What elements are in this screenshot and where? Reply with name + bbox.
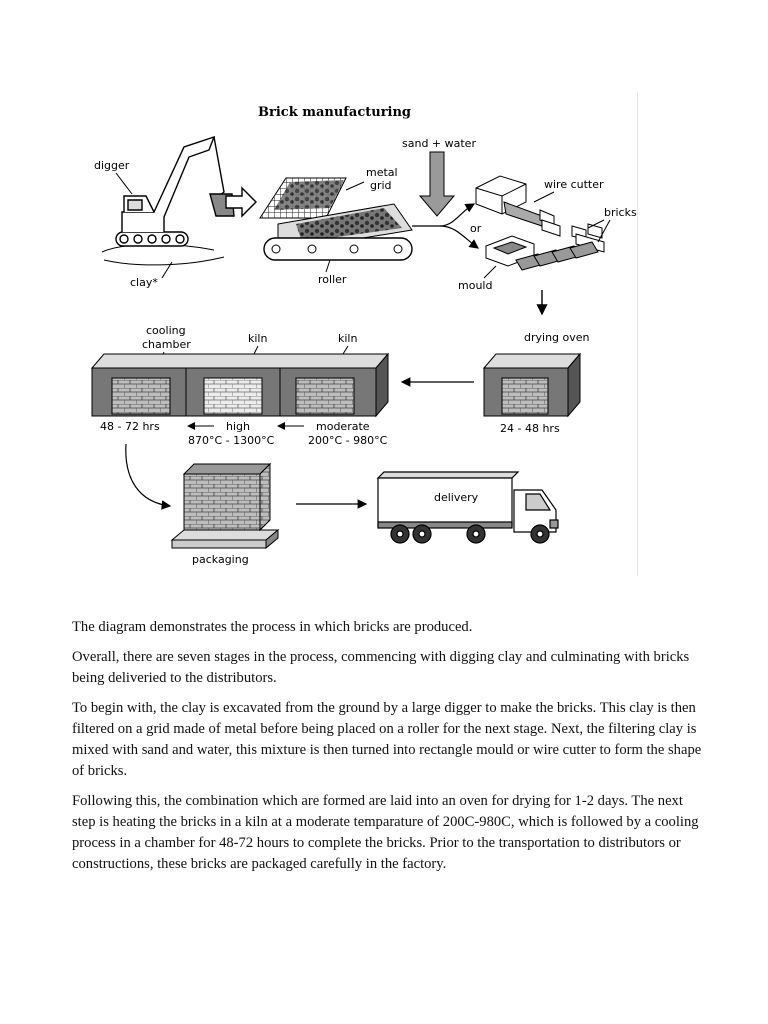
drying-oven-illustration bbox=[482, 352, 582, 418]
diagram-title: Brick manufacturing bbox=[258, 105, 411, 120]
label-grid: grid bbox=[370, 179, 392, 192]
leader-bricks-2 bbox=[597, 219, 611, 243]
leader-roller bbox=[325, 259, 331, 273]
arrow-to-packaging bbox=[125, 443, 172, 510]
sand-water-arrow bbox=[418, 151, 456, 217]
label-or: or bbox=[470, 222, 482, 235]
leader-mould bbox=[483, 265, 497, 279]
brick-manufacturing-diagram: Brick manufacturing digger clay* metal g… bbox=[64, 92, 638, 576]
label-time-drying: 24 - 48 hrs bbox=[500, 422, 560, 435]
mould-illustration bbox=[485, 235, 599, 271]
leader-digger bbox=[115, 172, 133, 195]
label-roller: roller bbox=[318, 273, 347, 286]
diagram-svg: Brick manufacturing digger clay* metal g… bbox=[90, 92, 638, 576]
label-clay: clay* bbox=[130, 276, 158, 289]
leader-clay bbox=[161, 261, 173, 279]
kiln-illustration bbox=[90, 352, 390, 418]
label-bricks: bricks bbox=[604, 206, 637, 219]
label-cooling: cooling bbox=[146, 324, 186, 337]
label-wire-cutter: wire cutter bbox=[544, 178, 604, 191]
wire-cutter-illustration bbox=[475, 175, 605, 253]
label-sand-water: sand + water bbox=[402, 137, 476, 150]
packaging-illustration bbox=[170, 462, 280, 550]
essay-paragraph-2: Overall, there are seven stages in the p… bbox=[72, 649, 690, 686]
label-time-cooling: 48 - 72 hrs bbox=[100, 420, 160, 433]
essay-paragraph-1: The diagram demonstrates the process in … bbox=[72, 619, 473, 635]
essay-text: The diagram demonstrates the process in … bbox=[72, 617, 702, 884]
digger-illustration bbox=[101, 135, 235, 266]
label-high-temp: 870°C - 1300°C bbox=[188, 434, 275, 447]
label-metal: metal bbox=[366, 166, 398, 179]
essay-paragraph-3: To begin with, the clay is excavated fro… bbox=[72, 700, 702, 779]
label-kiln-high: kiln bbox=[248, 332, 267, 345]
leader-wire-cutter bbox=[533, 191, 555, 203]
label-high: high bbox=[226, 420, 250, 433]
arrow-to-mould bbox=[439, 225, 479, 249]
grid-roller-illustration bbox=[259, 177, 413, 261]
delivery-truck-illustration bbox=[376, 471, 559, 544]
label-chamber: chamber bbox=[142, 338, 191, 351]
label-mould: mould bbox=[458, 279, 492, 292]
label-packaging: packaging bbox=[192, 553, 249, 566]
label-moderate: moderate bbox=[316, 420, 370, 433]
label-moderate-temp: 200°C - 980°C bbox=[308, 434, 388, 447]
leader-grid bbox=[345, 181, 365, 191]
leader-bricks-1 bbox=[587, 219, 605, 229]
label-drying-oven: drying oven bbox=[524, 331, 590, 344]
label-kiln-moderate: kiln bbox=[338, 332, 357, 345]
label-digger: digger bbox=[94, 159, 130, 172]
label-delivery: delivery bbox=[434, 491, 479, 504]
essay-paragraph-4: Following this, the combination which ar… bbox=[72, 793, 699, 872]
hollow-arrow bbox=[225, 186, 257, 218]
